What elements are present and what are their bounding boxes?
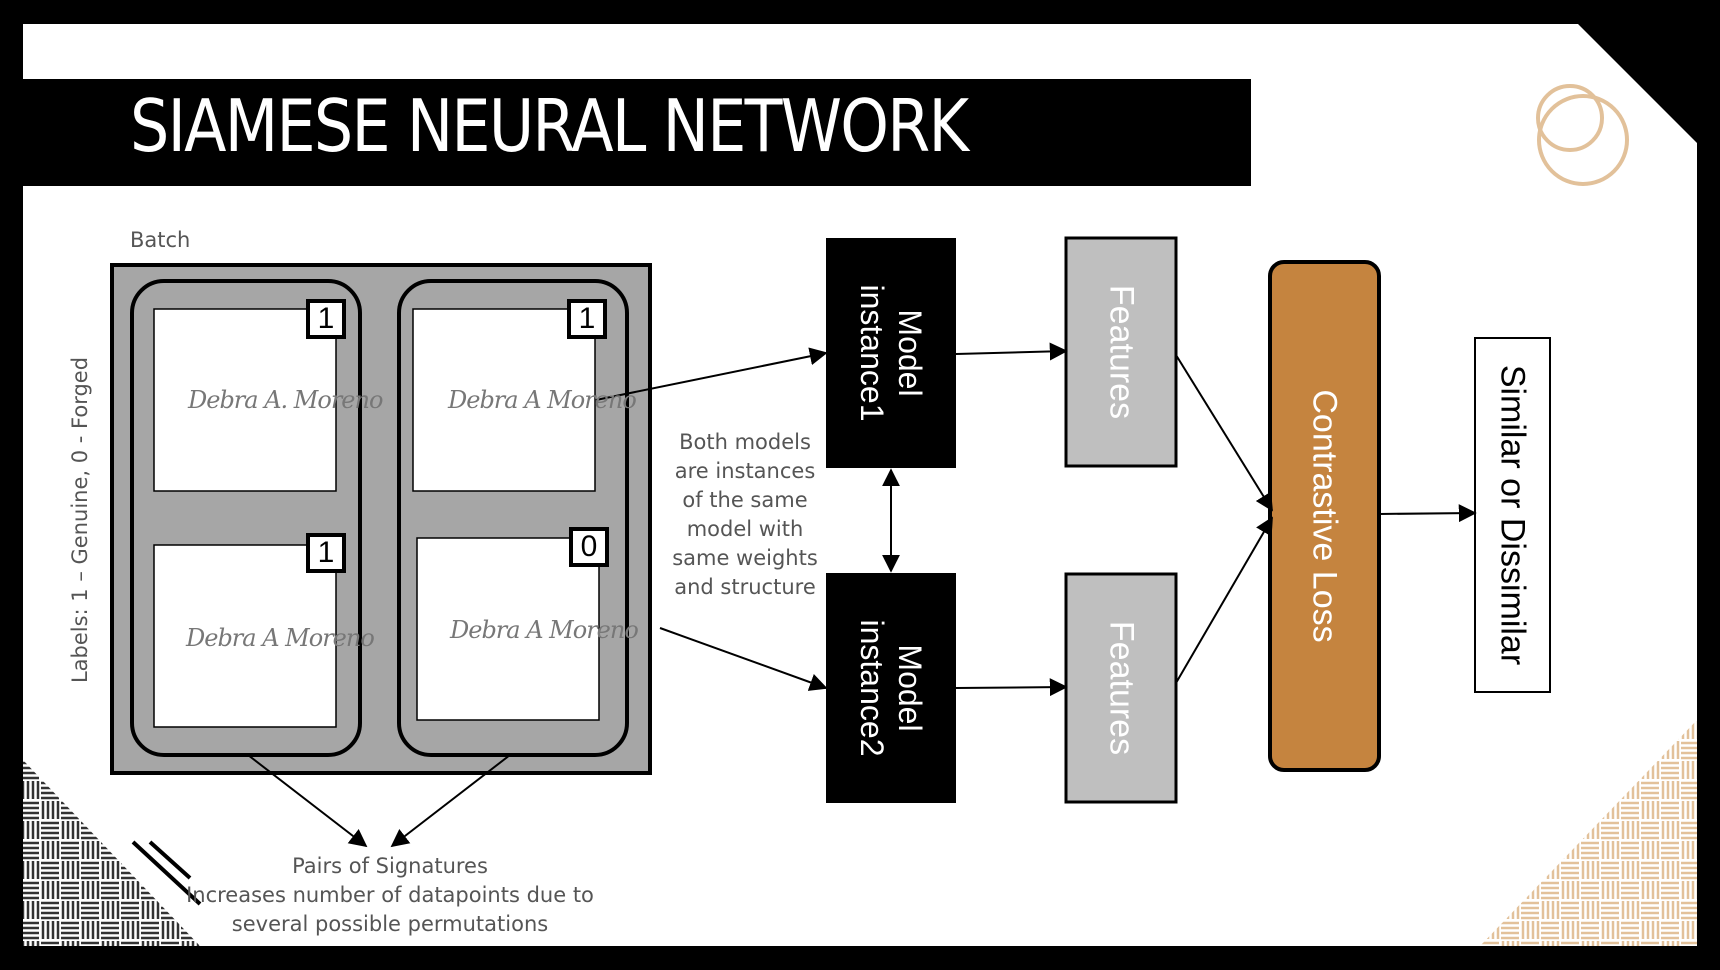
model-instance-1-label: Model instance1 (853, 285, 929, 422)
signature-card-1 (153, 308, 337, 492)
label-badge-1-value: 1 (317, 302, 335, 335)
model-instance-2-box (826, 573, 956, 803)
label-badge-3 (306, 533, 346, 573)
labels-note: Labels: 1 – Genuine, 0 - Forged (68, 356, 92, 684)
output-box (1474, 337, 1551, 693)
label-badge-2 (567, 299, 607, 339)
pair-group-1 (130, 279, 362, 757)
pairs-note: Pairs of Signatures Increases number of … (180, 852, 600, 939)
pairs-note-line-1: Pairs of Signatures (292, 854, 488, 878)
arrow-features1-to-loss (1175, 354, 1273, 512)
shared-weights-note-line-4: model with (686, 517, 804, 541)
signature-2: Debra A Moreno (448, 386, 637, 414)
arrow-pair2-to-note (390, 754, 511, 848)
shared-weights-note-line-2: are instances (674, 459, 816, 483)
batch-label: Batch (130, 228, 191, 252)
shared-weights-note: Both models are instances of the same mo… (650, 428, 840, 602)
model-instance-2-line-2: instance2 (854, 619, 890, 757)
model-instance-2-line-1: Model (892, 644, 928, 732)
arrow-batch-to-model2 (659, 627, 828, 691)
pairs-note-line-3: several possible permutations (231, 912, 549, 936)
arrow-pair1-to-note (247, 754, 368, 848)
decor-slash-2 (148, 840, 192, 880)
model-instance-2-label: Model instance2 (853, 620, 929, 757)
arrow-loss-to-output (1378, 504, 1477, 523)
model-instance-1-line-1: Model (892, 309, 928, 397)
decor-slash-1 (131, 840, 202, 906)
label-badge-4 (569, 527, 609, 567)
contrastive-loss-box (1268, 260, 1381, 772)
signature-card-4 (416, 537, 600, 721)
page-title: SIAMESE NEURAL NETWORK (130, 84, 969, 168)
label-badge-3-value: 1 (317, 536, 335, 569)
arrow-model2-to-features2 (955, 678, 1068, 697)
signature-4: Debra A Moreno (450, 616, 639, 644)
signature-1: Debra A. Moreno (188, 386, 383, 414)
contrastive-loss-label: Contrastive Loss (1305, 389, 1344, 643)
label-badge-1 (306, 299, 346, 339)
output-label: Similar or Dissimilar (1493, 364, 1532, 666)
ring-icon-2 (1537, 94, 1629, 186)
label-badge-2-value: 1 (578, 302, 596, 335)
signature-3: Debra A Moreno (186, 624, 375, 652)
features-1-label: Features (1102, 284, 1141, 420)
pair-group-2 (397, 279, 629, 757)
shared-weights-note-line-3: of the same (682, 488, 808, 512)
weave-pattern-bottom-left (23, 760, 200, 946)
shared-weights-note-line-1: Both models (679, 430, 811, 454)
shared-weights-note-line-5: same weights (672, 546, 818, 570)
pairs-note-line-2: Increases number of datapoints due to (186, 883, 594, 907)
features-2-label: Features (1102, 620, 1141, 756)
weave-pattern-bottom-right (1480, 720, 1697, 946)
ring-icon-1 (1536, 84, 1604, 152)
signature-card-2 (412, 308, 596, 492)
arrow-signature-to-model1 (595, 347, 828, 401)
signature-card-3 (153, 544, 337, 728)
arrow-model1-to-features1 (955, 342, 1068, 361)
features-1-box (1064, 236, 1178, 468)
shared-weights-note-line-6: and structure (674, 575, 816, 599)
label-badge-4-value: 0 (580, 530, 598, 563)
arrow-features2-to-loss (1175, 516, 1273, 684)
model-instance-1-box (826, 238, 956, 468)
model-instance-1-line-2: instance1 (854, 284, 890, 422)
title-bar (23, 79, 1251, 186)
